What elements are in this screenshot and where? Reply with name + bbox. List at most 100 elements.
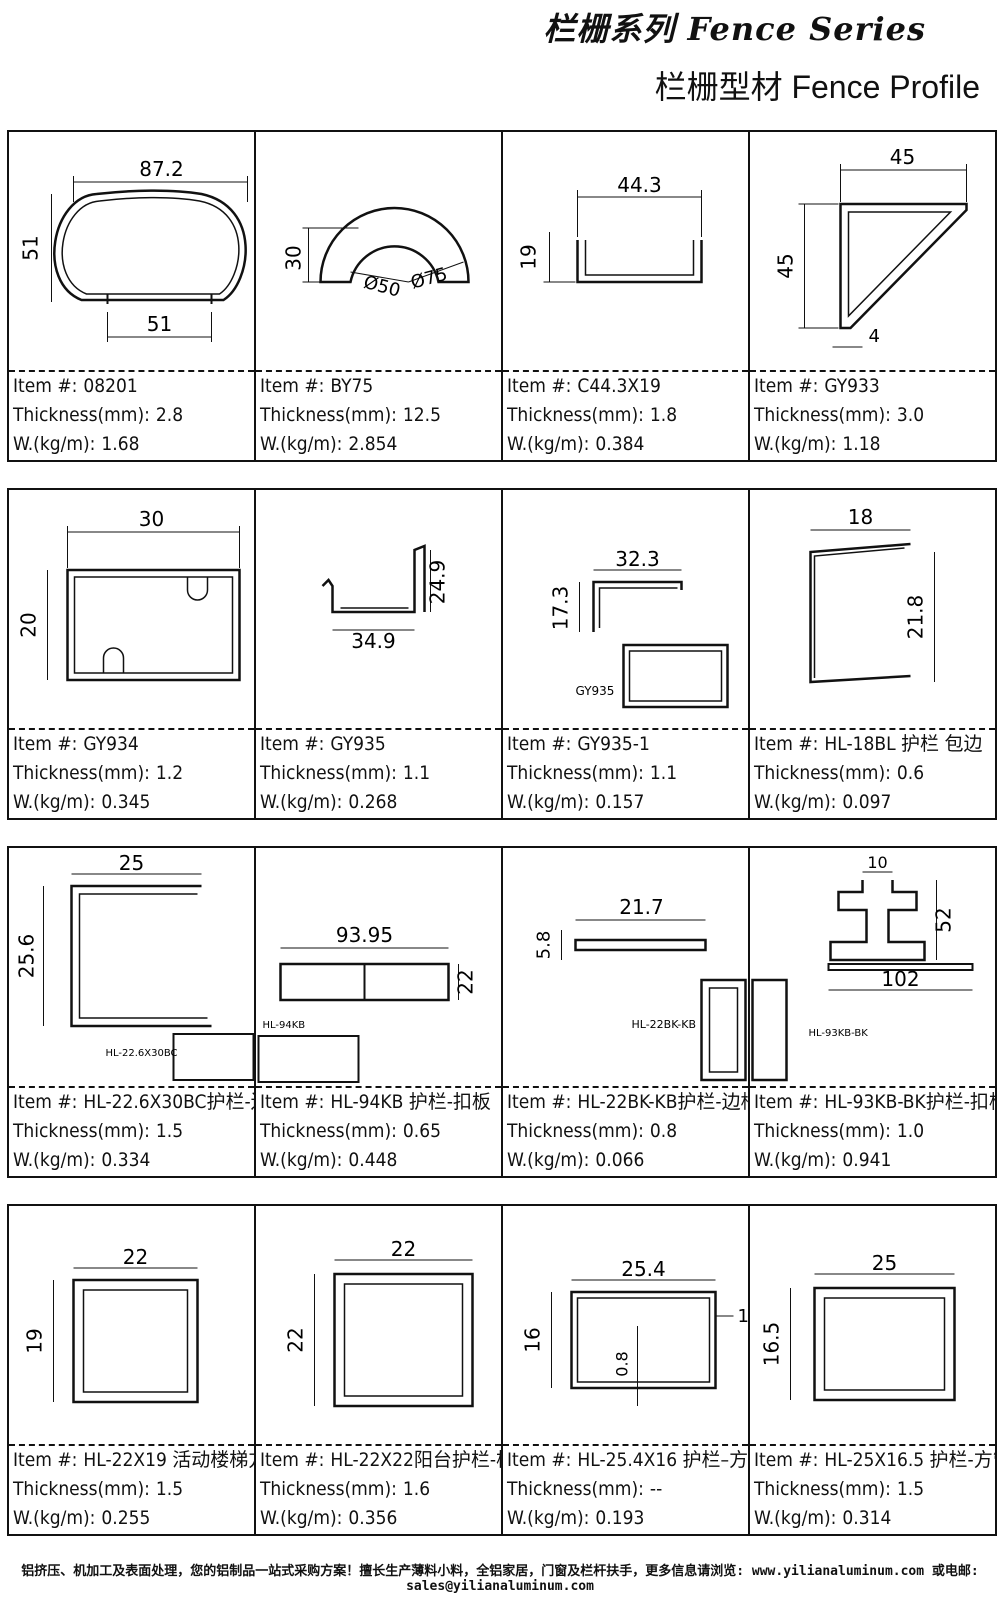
card-divider xyxy=(503,1086,748,1088)
profile-card-HL-93KB-BK: 10 52 102 HL-93KB-BK Item #:HL-93KB-BK护栏… xyxy=(750,848,995,1176)
profile-drawing-HL-94KB: 93.95 22 HL-94KB xyxy=(256,848,501,1088)
profile-drawing-GY933: 45 45 4 xyxy=(750,132,995,372)
dim-width: 93.95 xyxy=(336,923,393,947)
item-label: Item #: xyxy=(13,733,78,755)
profile-drawing-C44.3X19: 44.3 19 xyxy=(503,132,748,372)
thickness-value: 1.6 xyxy=(402,1478,431,1500)
item-label: Item #: xyxy=(13,1091,78,1113)
dim-width: 22 xyxy=(391,1237,416,1261)
dim-height: 22 xyxy=(284,1327,308,1352)
thickness-value: 1.5 xyxy=(896,1478,925,1500)
thickness-value: 0.65 xyxy=(402,1120,441,1142)
thickness-label: Thickness(mm): xyxy=(507,762,644,784)
dim-height: 19 xyxy=(517,244,541,269)
weight-label: W.(kg/m): xyxy=(507,1149,590,1171)
weight-value: 0.345 xyxy=(101,791,151,813)
item-label: Item #: xyxy=(507,1449,572,1471)
weight-label: W.(kg/m): xyxy=(507,1507,590,1529)
profile-info-GY935-1: Item #:GY935-1 Thickness(mm):1.1 W.(kg/m… xyxy=(507,730,746,817)
weight-value: 1.68 xyxy=(101,433,140,455)
dim-width: 87.2 xyxy=(139,157,184,181)
thickness-value: 1.5 xyxy=(155,1120,184,1142)
thickness-label: Thickness(mm): xyxy=(260,1478,397,1500)
thickness-value: 1.8 xyxy=(649,404,678,426)
weight-label: W.(kg/m): xyxy=(260,1149,343,1171)
weight-value: 0.384 xyxy=(595,433,645,455)
thickness-label: Thickness(mm): xyxy=(507,1120,644,1142)
dim-width: 25 xyxy=(872,1251,897,1275)
dim-height: 20 xyxy=(17,612,41,637)
thickness-value: 2.8 xyxy=(155,404,184,426)
item-number: BY75 xyxy=(330,375,374,397)
weight-value: 0.314 xyxy=(842,1507,892,1529)
card-divider xyxy=(9,1444,254,1446)
profile-card-HL-22.6X30BC: 25 25.6 HL-22.6X30BC Item #:HL-22.6X30BC… xyxy=(9,848,256,1176)
profile-drawing-HL-25X16.5: 25 16.5 xyxy=(750,1206,995,1446)
item-number: GY935 xyxy=(330,733,386,755)
card-divider xyxy=(256,1086,501,1088)
thickness-value: 1.5 xyxy=(155,1478,184,1500)
profile-info-C44.3X19: Item #:C44.3X19 Thickness(mm):1.8 W.(kg/… xyxy=(507,372,746,459)
item-label: Item #: xyxy=(754,733,819,755)
dim-width: 30 xyxy=(139,507,164,531)
weight-value: 1.18 xyxy=(842,433,881,455)
item-number: GY935-1 xyxy=(577,733,650,755)
dim-outer-dia: Ø75 xyxy=(408,264,449,294)
item-label: Item #: xyxy=(754,375,819,397)
card-divider xyxy=(750,370,995,372)
card-divider xyxy=(503,728,748,730)
card-divider xyxy=(256,728,501,730)
weight-label: W.(kg/m): xyxy=(754,1507,837,1529)
item-number: HL-22BK-KB护栏-边框盖板 xyxy=(577,1091,748,1113)
item-number: GY934 xyxy=(83,733,139,755)
profile-info-HL-22.6X30BC: Item #:HL-22.6X30BC护栏-边槽 Thickness(mm):1… xyxy=(13,1088,254,1175)
profile-drawing-08201: 87.2 51 51 xyxy=(9,132,254,372)
weight-label: W.(kg/m): xyxy=(507,791,590,813)
dim-height: 16 xyxy=(521,1327,545,1352)
item-number: HL-93KB-BK护栏-扣板边框 xyxy=(824,1091,995,1113)
dim-height: 17.3 xyxy=(549,586,573,631)
weight-value: 0.255 xyxy=(101,1507,151,1529)
dim-width: 21.7 xyxy=(619,895,664,919)
item-number: HL-18BL 护栏 包边 xyxy=(824,733,983,755)
thickness-label: Thickness(mm): xyxy=(13,1120,150,1142)
dim-wall: 4 xyxy=(869,326,880,347)
item-label: Item #: xyxy=(507,1091,572,1113)
dim-height: 51 xyxy=(19,235,43,260)
dim-base: 51 xyxy=(147,312,172,336)
weight-label: W.(kg/m): xyxy=(13,1507,96,1529)
card-divider xyxy=(750,1086,995,1088)
dim-height: 52 xyxy=(932,907,956,932)
dim-height: 30 xyxy=(282,245,306,270)
ref-label: HL-22.6X30BC xyxy=(106,1048,178,1059)
dim-height: 22 xyxy=(454,969,478,994)
item-number: HL-22.6X30BC护栏-边槽 xyxy=(83,1091,254,1113)
dim-height: 21.8 xyxy=(904,595,928,640)
dim-height: 45 xyxy=(774,253,798,278)
thickness-value: 1.2 xyxy=(155,762,184,784)
item-label: Item #: xyxy=(507,375,572,397)
item-label: Item #: xyxy=(260,733,325,755)
thickness-label: Thickness(mm): xyxy=(754,404,891,426)
profile-card-GY935: 24.9 34.9 Item #:GY935 Thickness(mm):1.1… xyxy=(256,490,503,818)
profile-info-GY933: Item #:GY933 Thickness(mm):3.0 W.(kg/m):… xyxy=(754,372,993,459)
thickness-value: 1.1 xyxy=(402,762,431,784)
profile-drawing-HL-25.4X16: 25.4 16 1 0.8 xyxy=(503,1206,748,1446)
weight-value: 2.854 xyxy=(348,433,398,455)
thickness-label: Thickness(mm): xyxy=(507,1478,644,1500)
profile-info-HL-22BK-KB: Item #:HL-22BK-KB护栏-边框盖板 Thickness(mm):0… xyxy=(507,1088,748,1175)
item-number: HL-94KB 护栏-扣板 xyxy=(330,1091,491,1113)
item-label: Item #: xyxy=(260,1449,325,1471)
item-label: Item #: xyxy=(13,375,78,397)
card-divider xyxy=(503,370,748,372)
profile-drawing-GY934: 30 20 xyxy=(9,490,254,730)
card-divider xyxy=(750,728,995,730)
item-number: C44.3X19 xyxy=(577,375,661,397)
dim-height: 19 xyxy=(23,1328,47,1353)
thickness-label: Thickness(mm): xyxy=(754,1120,891,1142)
profile-row-1: 87.2 51 51 Item #:08201 Thickness(mm):2.… xyxy=(7,130,997,462)
weight-label: W.(kg/m): xyxy=(260,791,343,813)
weight-value: 0.356 xyxy=(348,1507,398,1529)
section-title: 栏栅型材 Fence Profile xyxy=(654,69,980,105)
card-divider xyxy=(256,1444,501,1446)
